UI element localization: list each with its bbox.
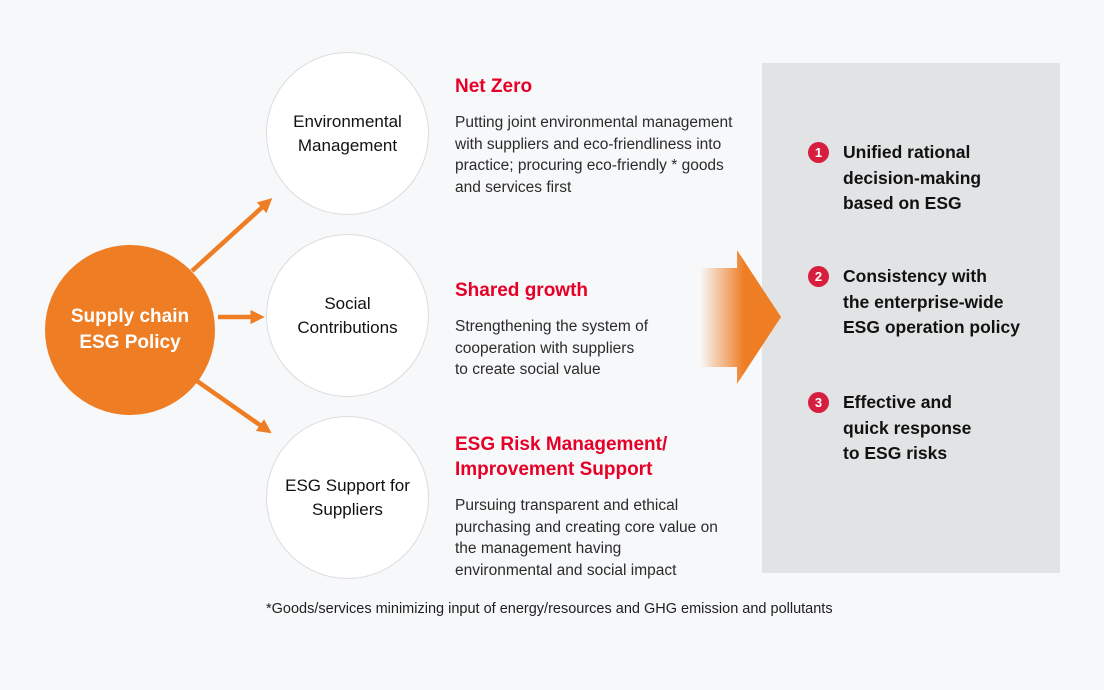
environmental-management-circle: Environmental Management	[266, 52, 429, 215]
benefit-1-text: Unified rational decision-making based o…	[843, 142, 982, 213]
connector-arrow-top-icon	[190, 198, 273, 273]
footnote: *Goods/services minimizing input of ener…	[266, 601, 833, 617]
esg-risk-management-heading: ESG Risk Management/ Improvement Support	[455, 434, 668, 480]
benefit-item-3: 3 Effective and quick response to ESG ri…	[808, 390, 971, 467]
social-contributions-label: Social Contributions	[297, 293, 398, 337]
esg-risk-management-block: ESG Risk Management/ Improvement Support…	[455, 432, 765, 581]
shared-growth-description: Strengthening the system of cooperation …	[455, 318, 649, 378]
number-3-badge: 3	[808, 392, 829, 413]
benefits-panel: 1 Unified rational decision-making based…	[762, 63, 1060, 573]
connector-arrow-bottom-icon	[195, 379, 272, 434]
net-zero-heading: Net Zero	[455, 76, 533, 97]
social-contributions-circle: Social Contributions	[266, 234, 429, 397]
benefit-3-text: Effective and quick response to ESG risk…	[843, 392, 972, 463]
esg-support-label: ESG Support for Suppliers	[285, 475, 410, 519]
benefit-item-2: 2 Consistency with the enterprise-wide E…	[808, 264, 1020, 341]
benefit-item-1: 1 Unified rational decision-making based…	[808, 140, 981, 217]
esg-support-circle: ESG Support for Suppliers	[266, 416, 429, 579]
supply-chain-esg-policy-label: Supply chain ESG Policy	[70, 306, 190, 353]
benefit-2-text: Consistency with the enterprise-wide ESG…	[843, 266, 1020, 337]
net-zero-description: Putting joint environmental management w…	[455, 114, 733, 196]
net-zero-block: Net Zero Putting joint environmental man…	[455, 74, 765, 198]
number-1-badge: 1	[808, 142, 829, 163]
supply-chain-esg-policy-circle: Supply chain ESG Policy	[45, 245, 215, 415]
shared-growth-heading: Shared growth	[455, 280, 589, 301]
shared-growth-block: Shared growth Strengthening the system o…	[455, 278, 765, 381]
esg-risk-management-description: Pursuing transparent and ethical purchas…	[455, 497, 718, 579]
number-2-badge: 2	[808, 266, 829, 287]
environmental-management-label: Environmental Management	[293, 111, 402, 155]
